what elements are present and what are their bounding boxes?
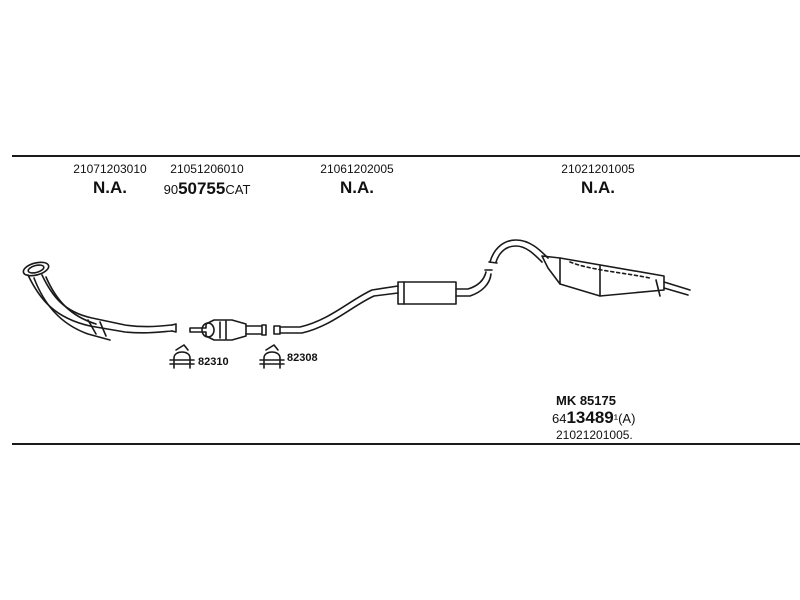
front-pipe-part-number: 21071203010 <box>73 162 147 176</box>
catalyst-drawing <box>189 319 267 341</box>
front-pipe-drawing <box>22 261 177 341</box>
rear-silencer-label: 21021201005 N.A. <box>561 162 634 198</box>
rear-silencer-status: N.A. <box>580 178 615 197</box>
catalyst-label: 21051206010 9050755CAT <box>164 162 251 200</box>
catalyst-part-number: 21051206010 <box>170 162 244 176</box>
rear-silencer-part-number: 21021201005 <box>561 162 635 176</box>
front-pipe-status: N.A. <box>92 178 127 197</box>
clamp-2-label: 82308 <box>287 352 318 364</box>
middle-silencer-status: N.A. <box>339 178 374 197</box>
middle-silencer-drawing <box>273 269 493 335</box>
clamp-2-drawing <box>259 344 285 369</box>
rear-silencer-drawing <box>488 239 691 297</box>
middle-silencer-part-number: 21061202005 <box>320 162 394 176</box>
clamp-1-drawing <box>169 344 195 369</box>
clamp-1-label: 82310 <box>198 356 229 368</box>
kit-code: MK 85175 <box>556 393 616 408</box>
kit-number: 6413489¹(A) <box>552 408 636 427</box>
bottom-divider-line <box>12 443 800 445</box>
kit-info: MK 85175 6413489¹(A) 21021201005. <box>552 392 635 444</box>
top-divider-line <box>12 155 800 157</box>
kit-reference: 21021201005. <box>556 428 633 442</box>
front-pipe-label: 21071203010 N.A. <box>73 162 146 198</box>
catalyst-cat-number: 9050755CAT <box>163 179 251 198</box>
middle-silencer-label: 21061202005 N.A. <box>320 162 393 198</box>
